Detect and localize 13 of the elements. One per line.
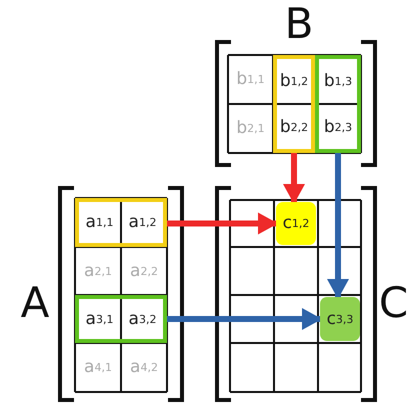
row-highlight (75, 198, 167, 247)
arrow (167, 212, 278, 234)
column-highlight (273, 55, 315, 153)
matrix-name: A (20, 280, 50, 326)
arrow (167, 308, 322, 330)
row-highlight (75, 295, 167, 343)
arrow (327, 153, 349, 299)
result-entry (276, 202, 316, 245)
column-highlight (315, 55, 361, 153)
arrow (283, 153, 305, 204)
result-entry (320, 297, 360, 341)
matrix-name: B (284, 2, 314, 46)
matrix-name: C (378, 280, 409, 326)
